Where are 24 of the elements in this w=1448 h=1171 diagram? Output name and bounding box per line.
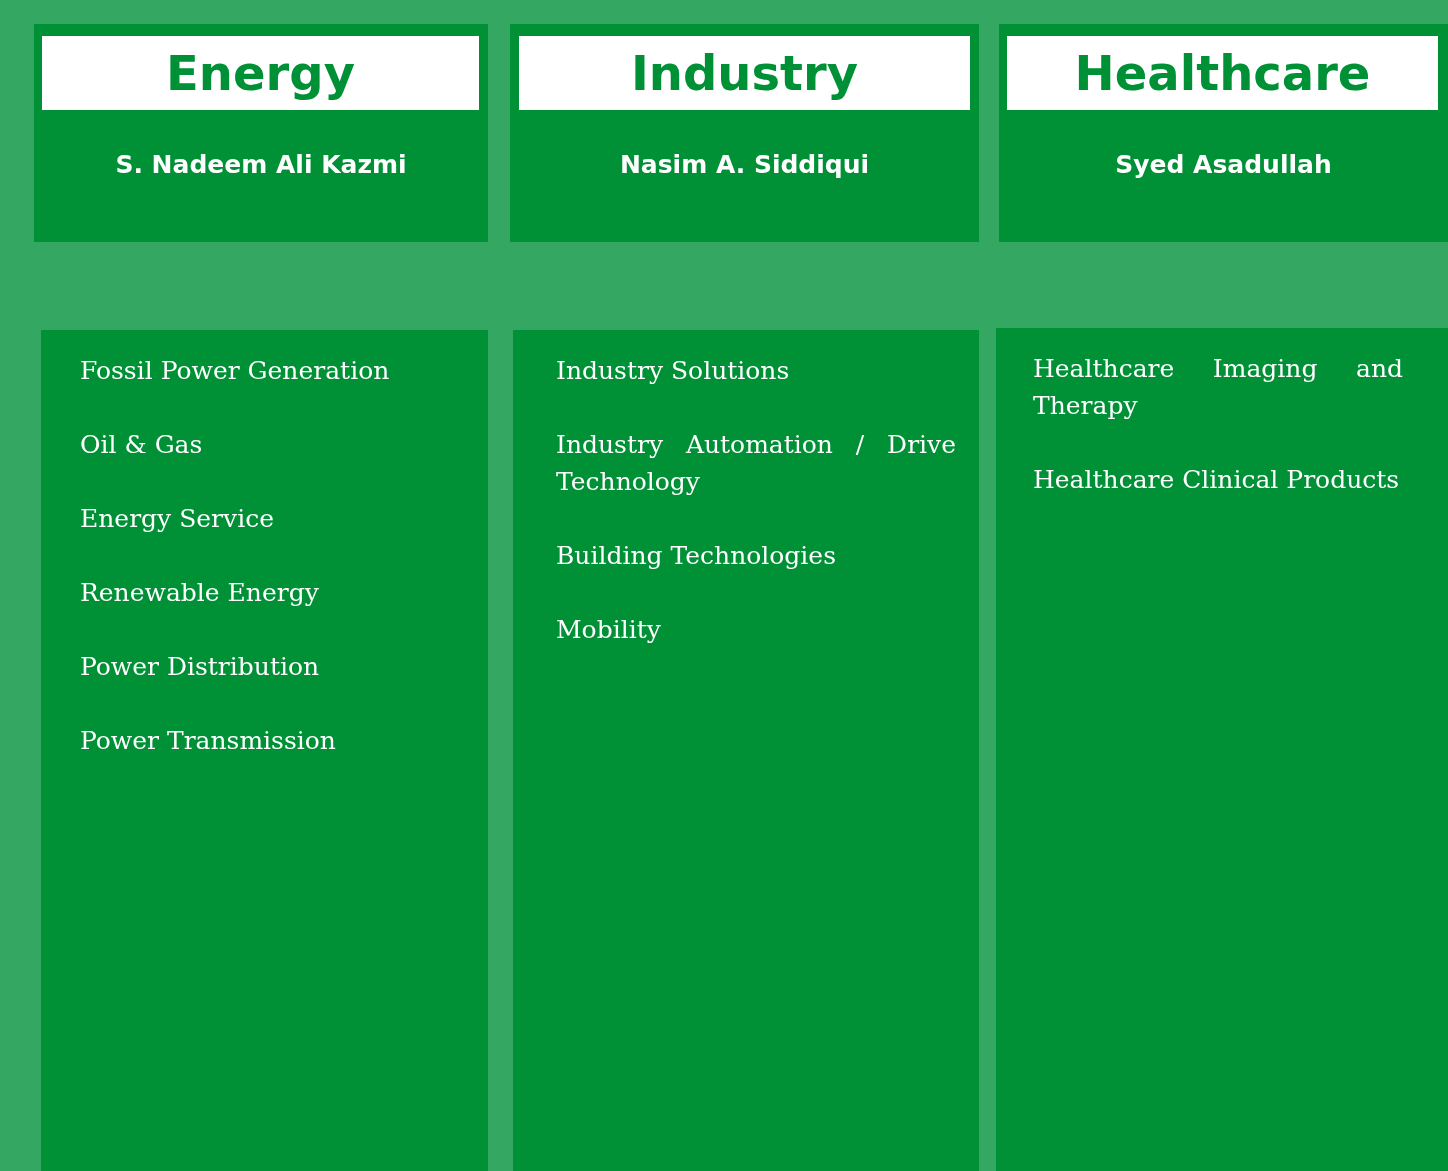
header-panel <box>510 24 979 242</box>
division-name: Power Transmission <box>80 725 337 757</box>
division-name: Mobility <box>556 614 662 646</box>
sector-title: Energy <box>42 36 479 110</box>
person-name: Nasim A. Siddiqui <box>618 150 871 179</box>
sector-title: Industry <box>519 36 970 110</box>
header-panel <box>34 24 488 242</box>
division-name: Power Distribution <box>80 651 321 683</box>
division-name: Energy Service <box>80 503 275 535</box>
division-name: Renewable Energy <box>80 577 320 609</box>
division-name: Oil & Gas <box>80 429 204 461</box>
division-name: Healthcare Imaging and Therapy <box>1033 353 1403 422</box>
person-name: Syed Asadullah <box>1114 150 1333 179</box>
list-panel <box>513 330 979 1171</box>
person-name: S. Nadeem Ali Kazmi <box>114 150 408 179</box>
division-name: Fossil Power Generation <box>80 355 391 387</box>
sector-title: Healthcare <box>1007 36 1438 110</box>
division-name: Healthcare Clinical Products <box>1033 464 1401 496</box>
division-name: Industry Solutions <box>556 355 791 387</box>
list-panel <box>996 328 1448 1171</box>
division-name: Building Technologies <box>556 540 837 572</box>
division-name: Industry Automation / Drive Technology <box>556 429 956 498</box>
header-panel <box>999 24 1448 242</box>
list-panel <box>41 330 488 1171</box>
